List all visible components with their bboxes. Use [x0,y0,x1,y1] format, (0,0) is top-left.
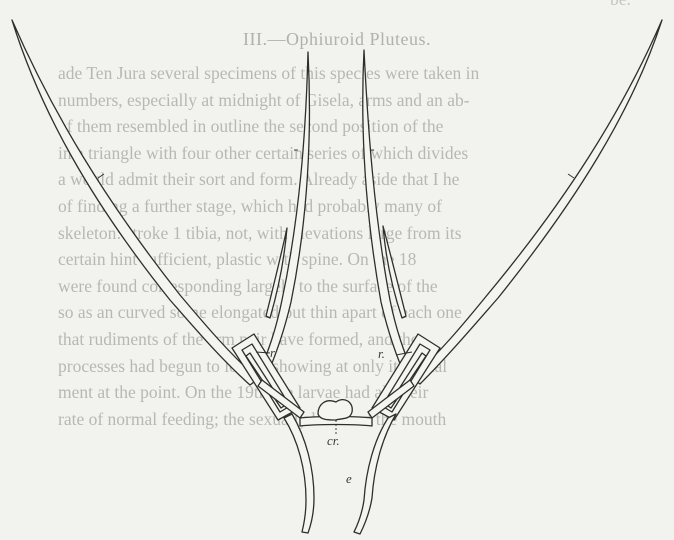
right-arm-notch [568,174,574,178]
label-r-right: r. [378,346,385,361]
label-cr: cr. [327,433,340,448]
right-inner-arm-rod [363,50,414,380]
central-knob [318,400,352,420]
left-arm-notch [98,174,104,178]
left-inner-arm-rod [258,52,309,380]
left-body-rod [284,414,314,533]
right-body-rod [354,414,396,534]
right-outer-arm-rod [412,20,662,384]
left-outer-arm-rod [12,20,258,385]
label-e: e [346,471,352,486]
